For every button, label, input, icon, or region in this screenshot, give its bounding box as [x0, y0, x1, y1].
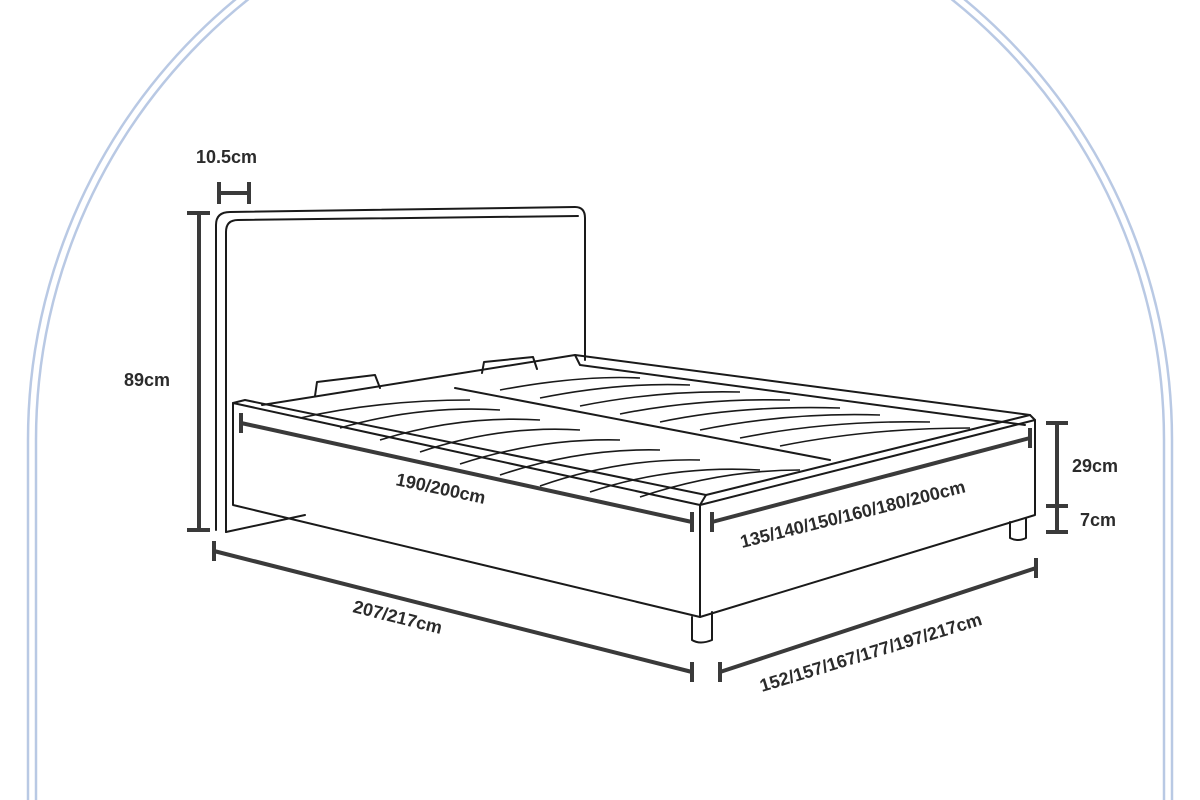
dim-inner-length — [239, 413, 694, 532]
arch-frame — [26, 0, 1174, 800]
bed-drawing — [215, 206, 1036, 644]
dim-headboard-height — [187, 211, 210, 532]
dim-headboard-thickness — [217, 182, 251, 204]
label-headboard-height: 89cm — [124, 370, 170, 390]
arch-inner — [34, 0, 1166, 800]
slats — [299, 376, 971, 498]
lift-handle-right — [481, 356, 538, 374]
center-rail — [454, 387, 831, 461]
label-side-height: 29cm — [1072, 456, 1118, 476]
label-headboard-thickness: 10.5cm — [196, 147, 257, 167]
label-inner-width: 135/140/150/160/180/200cm — [738, 477, 967, 552]
dim-inner-width — [710, 428, 1032, 532]
label-outer-length: 207/217cm — [351, 596, 444, 637]
dim-outer-width — [718, 558, 1038, 682]
headboard — [215, 206, 586, 531]
leg-right — [1009, 517, 1027, 541]
dim-side-height — [1046, 421, 1068, 534]
arch-outer — [26, 0, 1174, 800]
leg-front — [691, 611, 713, 644]
label-leg-height: 7cm — [1080, 510, 1116, 530]
foot-rail — [699, 419, 1036, 618]
dimension-labels: 10.5cm 89cm 190/200cm 135/140/150/160/18… — [124, 147, 1118, 696]
dimension-lines — [187, 182, 1068, 682]
lift-handle-left — [314, 374, 381, 397]
dim-outer-length — [212, 541, 694, 682]
